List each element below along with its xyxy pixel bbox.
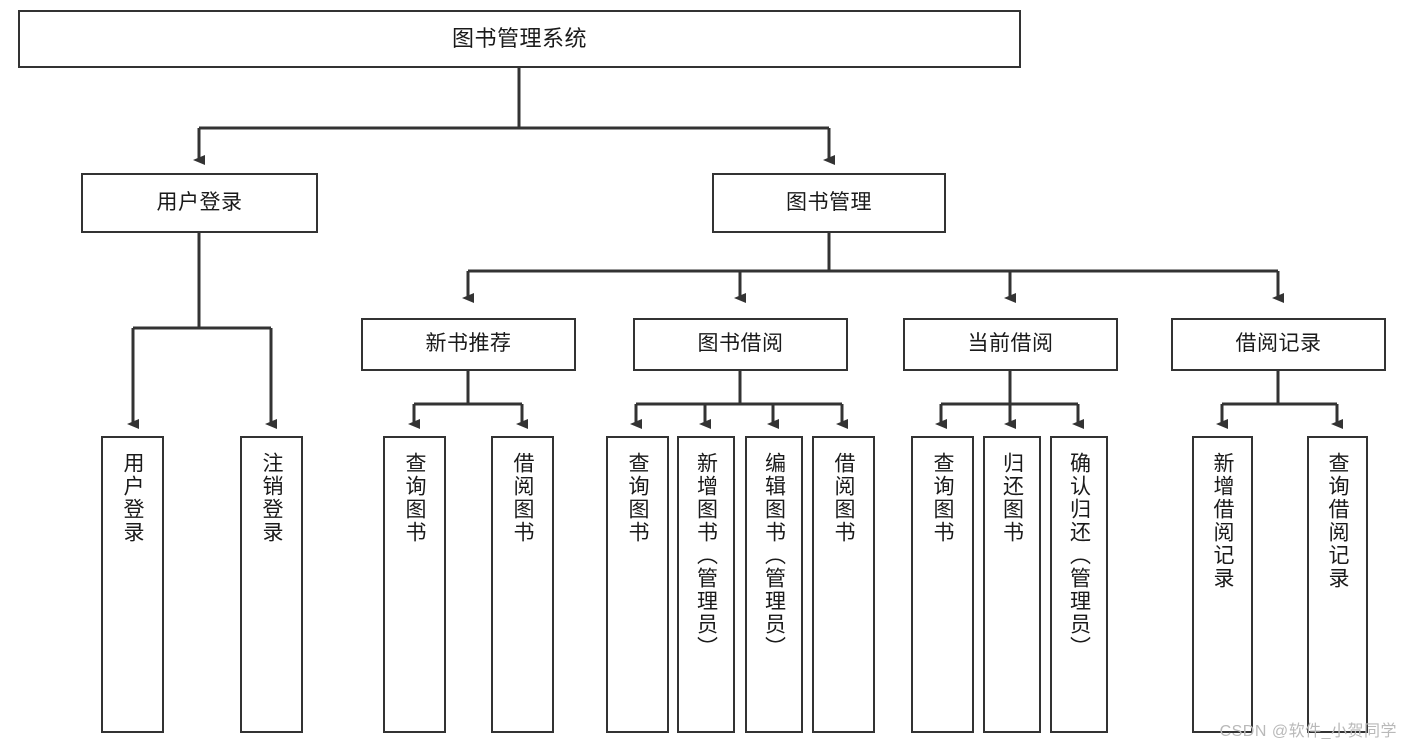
leaf-add-borrow-record[interactable]: 新增借阅记录 bbox=[1192, 436, 1253, 733]
node-label: 用户登录 bbox=[121, 452, 144, 544]
leaf-add-book-admin[interactable]: 新增图书（管理员） bbox=[677, 436, 735, 733]
leaf-query-book-current[interactable]: 查询图书 bbox=[911, 436, 974, 733]
csdn-watermark: CSDN @软件_小贺同学 bbox=[1219, 723, 1397, 740]
node-current-borrow[interactable]: 当前借阅 bbox=[903, 318, 1118, 371]
node-label: 归还图书 bbox=[1000, 452, 1024, 544]
node-label: 新增图书（管理员） bbox=[694, 452, 718, 659]
node-label: 图书管理 bbox=[786, 190, 872, 214]
node-root-system[interactable]: 图书管理系统 bbox=[18, 10, 1021, 68]
node-label: 确认归还（管理员） bbox=[1067, 452, 1091, 659]
node-label: 查询图书 bbox=[626, 452, 649, 544]
node-label: 当前借阅 bbox=[967, 332, 1054, 356]
leaf-edit-book-admin[interactable]: 编辑图书（管理员） bbox=[745, 436, 803, 733]
node-book-manage[interactable]: 图书管理 bbox=[712, 173, 946, 233]
leaf-query-book-borrow[interactable]: 查询图书 bbox=[606, 436, 669, 733]
node-label: 借阅图书 bbox=[511, 452, 534, 544]
leaf-logout-login[interactable]: 注销登录 bbox=[240, 436, 303, 733]
node-book-borrow[interactable]: 图书借阅 bbox=[633, 318, 848, 371]
node-label: 图书借阅 bbox=[697, 332, 784, 356]
leaf-query-book-rec[interactable]: 查询图书 bbox=[383, 436, 446, 733]
leaf-user-login[interactable]: 用户登录 bbox=[101, 436, 164, 733]
node-label: 借阅图书 bbox=[832, 452, 855, 544]
node-label: 查询图书 bbox=[403, 452, 426, 544]
leaf-return-book[interactable]: 归还图书 bbox=[983, 436, 1041, 733]
node-label: 注销登录 bbox=[260, 452, 283, 544]
node-label: 图书管理系统 bbox=[451, 26, 587, 52]
node-label: 借阅记录 bbox=[1235, 332, 1322, 356]
node-user-login[interactable]: 用户登录 bbox=[81, 173, 318, 233]
leaf-query-borrow-record[interactable]: 查询借阅记录 bbox=[1307, 436, 1368, 733]
leaf-confirm-return-admin[interactable]: 确认归还（管理员） bbox=[1050, 436, 1108, 733]
node-new-book-rec[interactable]: 新书推荐 bbox=[361, 318, 576, 371]
node-label: 新增借阅记录 bbox=[1211, 452, 1234, 590]
leaf-borrow-book-rec[interactable]: 借阅图书 bbox=[491, 436, 554, 733]
node-label: 用户登录 bbox=[156, 190, 243, 214]
node-label: 查询借阅记录 bbox=[1326, 452, 1349, 590]
node-label: 编辑图书（管理员） bbox=[762, 452, 786, 659]
node-label: 新书推荐 bbox=[425, 332, 512, 356]
leaf-borrow-book-borrow[interactable]: 借阅图书 bbox=[812, 436, 875, 733]
node-label: 查询图书 bbox=[931, 452, 954, 544]
node-borrow-record[interactable]: 借阅记录 bbox=[1171, 318, 1386, 371]
